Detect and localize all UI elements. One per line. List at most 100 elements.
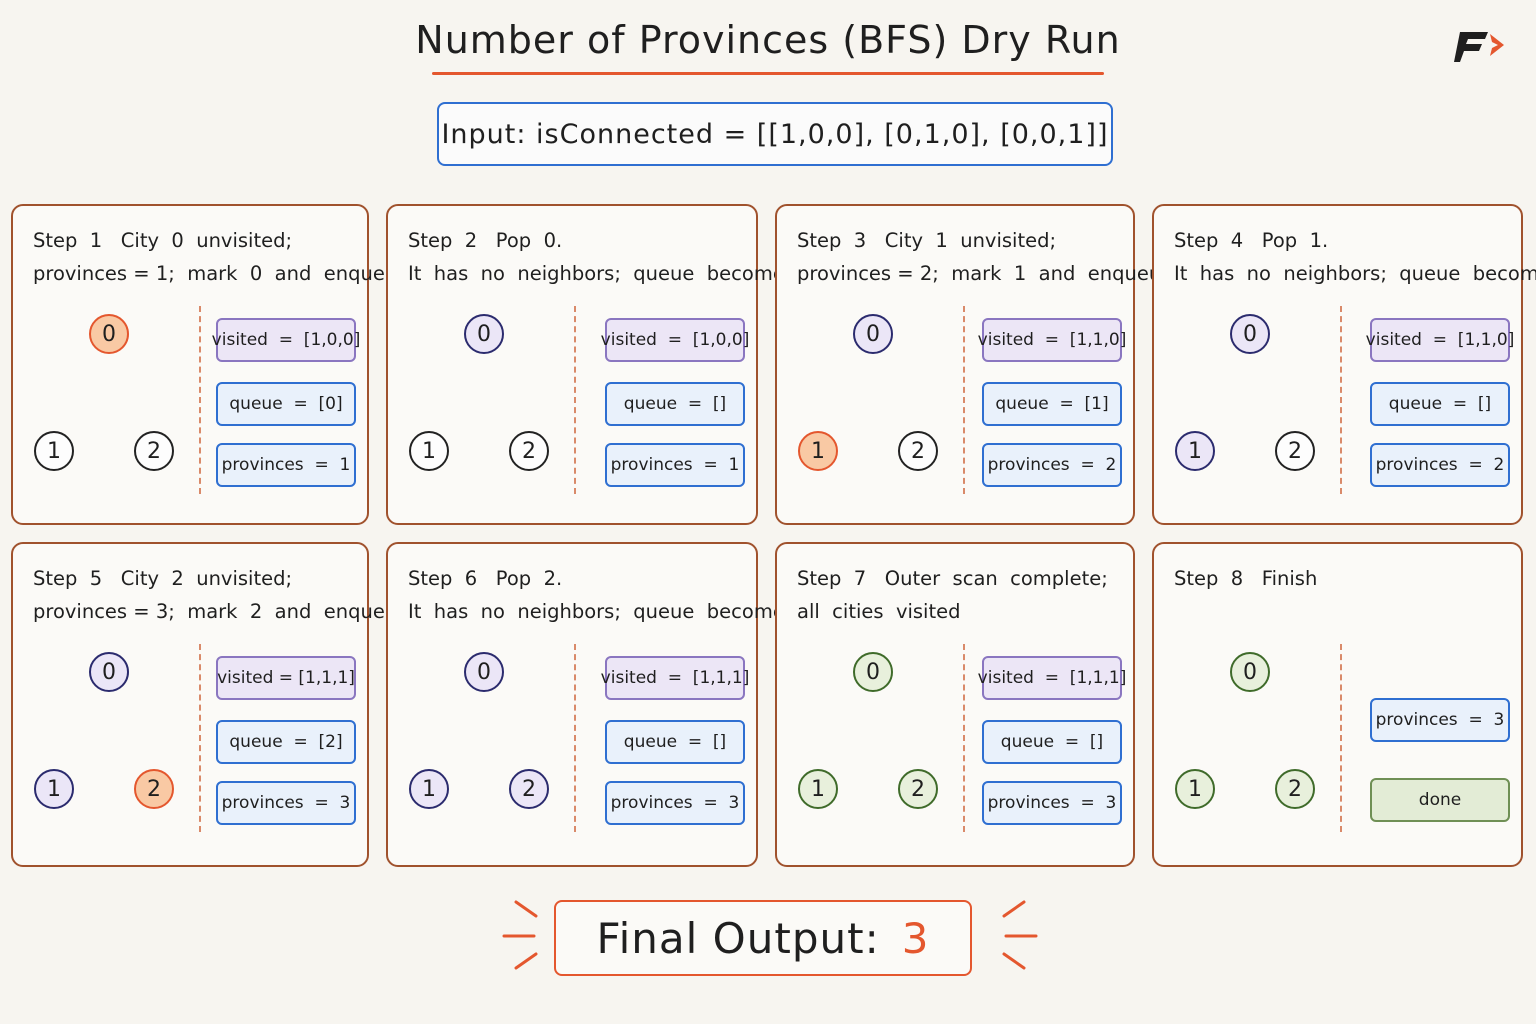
city-node-1: 1 <box>34 431 74 471</box>
city-node-0: 0 <box>853 652 893 692</box>
city-graph: 0 1 2 <box>777 206 977 523</box>
right-burst-icon <box>1002 900 1038 970</box>
final-output-box: Final Output: 3 <box>554 900 972 976</box>
section-divider <box>1340 644 1342 832</box>
city-graph: 0 1 2 <box>388 544 588 865</box>
provinces-count-box: provinces = 2 <box>982 443 1122 487</box>
step-card-6: Step 6 Pop 2. It has no neighbors; queue … <box>386 542 823 867</box>
city-node-1: 1 <box>409 431 449 471</box>
city-node-1: 1 <box>798 431 838 471</box>
provinces-count-box: provinces = 3 <box>982 781 1122 825</box>
city-node-1: 1 <box>798 769 838 809</box>
provinces-count-box: provinces = 1 <box>216 443 356 487</box>
provinces-count-box: provinces = 3 <box>216 781 356 825</box>
step-description: Step 8 Finish <box>1174 562 1507 595</box>
city-node-2: 2 <box>509 769 549 809</box>
city-node-0: 0 <box>1230 652 1270 692</box>
city-node-2: 2 <box>134 431 174 471</box>
city-node-2: 2 <box>898 431 938 471</box>
visited-array-box: visited = [1,0,0] <box>601 318 749 362</box>
step-title: Step 6 Pop 2. <box>408 567 563 590</box>
input-box: Input: isConnected = [[1,0,0], [0,1,0], … <box>437 102 1113 166</box>
city-graph: 0 1 2 <box>1154 206 1354 523</box>
visited-array-box: visited = [1,1,0] <box>1366 318 1514 362</box>
left-burst-icon <box>502 900 538 970</box>
step-card-8: Step 8 Finish 0 1 2 provinces = 3 done <box>1152 542 1523 867</box>
step-card-2: Step 2 Pop 0. It has no neighbors; queue … <box>386 204 823 525</box>
provinces-count-box: provinces = 1 <box>605 443 745 487</box>
queue-box: queue = [] <box>605 382 745 426</box>
step-description: Step 6 Pop 2. It has no neighbors; queue … <box>408 562 823 628</box>
step-card-3: Step 3 City 1 unvisited;provinces = 2; m… <box>775 204 1199 525</box>
step-card-7: Step 7 Outer scan complete; all cities vi… <box>775 542 1135 867</box>
step-detail: provinces = 3; mark 2 and enqueue it <box>33 600 435 623</box>
step-description: Step 5 City 2 unvisited; provinces = 3; m… <box>33 562 435 628</box>
provinces-count-box: provinces = 3 <box>1370 698 1510 742</box>
city-node-0: 0 <box>853 314 893 354</box>
section-divider <box>1340 306 1342 494</box>
step-card-1: Step 1 City 0 unvisited;provinces = 1; m… <box>11 204 435 525</box>
city-node-0: 0 <box>464 314 504 354</box>
step-description: Step 1 City 0 unvisited;provinces = 1; m… <box>33 224 435 290</box>
title-underline <box>432 72 1104 75</box>
step-title: Step 1 City 0 unvisited; <box>33 229 293 252</box>
final-output-label: Final Output: <box>596 913 880 963</box>
step-description: Step 4 Pop 1. It has no neighbors; queue … <box>1174 224 1536 290</box>
visited-array-box: visited = [1,1,0] <box>978 318 1126 362</box>
step-detail: It has no neighbors; queue becomes [] <box>408 600 823 623</box>
step-detail: It has no neighbors; queue becomes [] <box>408 262 823 285</box>
queue-box: queue = [] <box>605 720 745 764</box>
city-node-2: 2 <box>509 431 549 471</box>
visited-array-box: visited = [1,1,1] <box>601 656 749 700</box>
step-description: Step 2 Pop 0. It has no neighbors; queue … <box>408 224 823 290</box>
step-detail: all cities visited <box>797 600 961 623</box>
provinces-count-box: provinces = 2 <box>1370 443 1510 487</box>
final-output-value: 3 <box>901 913 930 963</box>
queue-box: queue = [2] <box>216 720 356 764</box>
brand-logo-icon <box>1454 32 1504 62</box>
section-divider <box>574 306 576 494</box>
step-title: Step 2 Pop 0. <box>408 229 563 252</box>
city-node-0: 0 <box>89 652 129 692</box>
city-node-1: 1 <box>409 769 449 809</box>
provinces-count-box: provinces = 3 <box>605 781 745 825</box>
step-card-5: Step 5 City 2 unvisited; provinces = 3; m… <box>11 542 435 867</box>
city-node-1: 1 <box>1175 431 1215 471</box>
city-node-0: 0 <box>1230 314 1270 354</box>
queue-box: queue = [] <box>1370 382 1510 426</box>
visited-array-box: visited = [1,1,1] <box>978 656 1126 700</box>
city-node-2: 2 <box>1275 431 1315 471</box>
city-node-2: 2 <box>134 769 174 809</box>
page-title: Number of Provinces (BFS) Dry Run <box>415 18 1121 62</box>
done-badge: done <box>1370 778 1510 822</box>
step-title: Step 4 Pop 1. <box>1174 229 1329 252</box>
step-title: Step 8 Finish <box>1174 567 1318 590</box>
city-node-0: 0 <box>89 314 129 354</box>
queue-box: queue = [] <box>982 720 1122 764</box>
visited-array-box: visited = [1,1,1] <box>216 656 356 700</box>
city-graph: 0 1 2 <box>13 206 213 523</box>
step-detail: It has no neighbors; queue becomes [] <box>1174 262 1536 285</box>
city-graph: 0 1 2 <box>1154 544 1354 865</box>
queue-box: queue = [0] <box>216 382 356 426</box>
city-graph: 0 1 2 <box>777 544 977 865</box>
city-node-1: 1 <box>1175 769 1215 809</box>
city-graph: 0 1 2 <box>388 206 588 523</box>
city-graph: 0 1 2 <box>13 544 213 865</box>
city-node-2: 2 <box>898 769 938 809</box>
city-node-0: 0 <box>464 652 504 692</box>
step-title: Step 5 City 2 unvisited; <box>33 567 293 590</box>
step-card-4: Step 4 Pop 1. It has no neighbors; queue … <box>1152 204 1536 525</box>
step-description: Step 7 Outer scan complete; all cities vi… <box>797 562 1119 628</box>
city-node-1: 1 <box>34 769 74 809</box>
city-node-2: 2 <box>1275 769 1315 809</box>
step-title: Step 7 Outer scan complete; <box>797 567 1108 590</box>
section-divider <box>199 644 201 832</box>
visited-array-box: visited = [1,0,0] <box>212 318 360 362</box>
queue-box: queue = [1] <box>982 382 1122 426</box>
section-divider <box>963 644 965 832</box>
section-divider <box>574 644 576 832</box>
step-title: Step 3 City 1 unvisited; <box>797 229 1057 252</box>
section-divider <box>199 306 201 494</box>
section-divider <box>963 306 965 494</box>
